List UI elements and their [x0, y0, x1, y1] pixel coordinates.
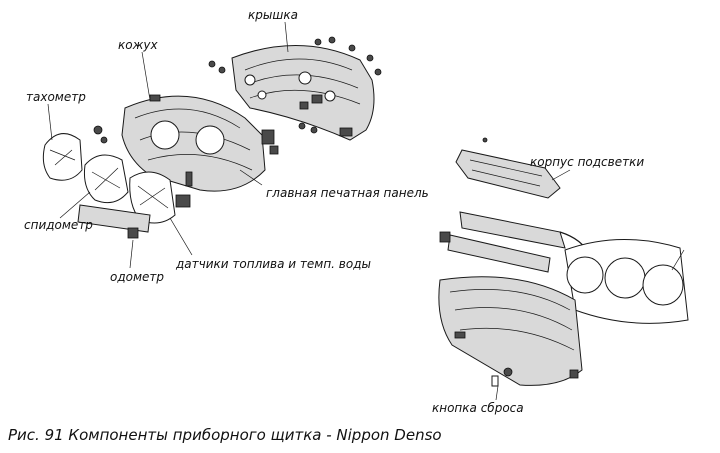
label-main-board: главная печатная панель	[266, 186, 429, 200]
backlight-leader	[551, 169, 571, 181]
lens-leader	[671, 249, 685, 271]
odometer-leader	[129, 239, 134, 269]
reset-leader	[495, 385, 499, 401]
label-fuel-temp-sensors: датчики топлива и темп. воды	[176, 257, 371, 271]
label-odometer: одометр	[110, 270, 165, 284]
label-backlight-housing: корпус подсветки	[530, 155, 645, 169]
flex-circuit	[439, 211, 591, 273]
cover-part	[231, 45, 375, 141]
shroud-leader	[141, 51, 151, 101]
label-speedometer: спидометр	[24, 218, 93, 232]
tachometer-leader	[47, 103, 53, 141]
cover-leader	[284, 21, 289, 53]
shroud-part	[121, 94, 279, 192]
label-tachometer: тахометр	[26, 90, 86, 104]
bulb-sockets	[208, 36, 382, 134]
fuel-temp-gauges	[129, 171, 193, 224]
sensors-leader	[169, 217, 193, 256]
label-reset-button: кнопка сброса	[432, 401, 524, 415]
speedometer-leader	[59, 191, 91, 219]
reset-button-part	[491, 367, 513, 387]
tachometer-dial	[42, 125, 108, 181]
backlight-housing	[455, 137, 561, 199]
lens-frame	[564, 238, 689, 324]
speedometer-dial	[84, 154, 129, 204]
label-shroud: кожух	[118, 38, 158, 52]
odometer-part	[77, 204, 151, 239]
figure-caption: Рис. 91 Компоненты приборного щитка - Ni…	[8, 426, 442, 444]
instrument-case	[438, 276, 583, 386]
main-board-leader	[239, 169, 263, 186]
label-cover: крышка	[248, 8, 298, 22]
